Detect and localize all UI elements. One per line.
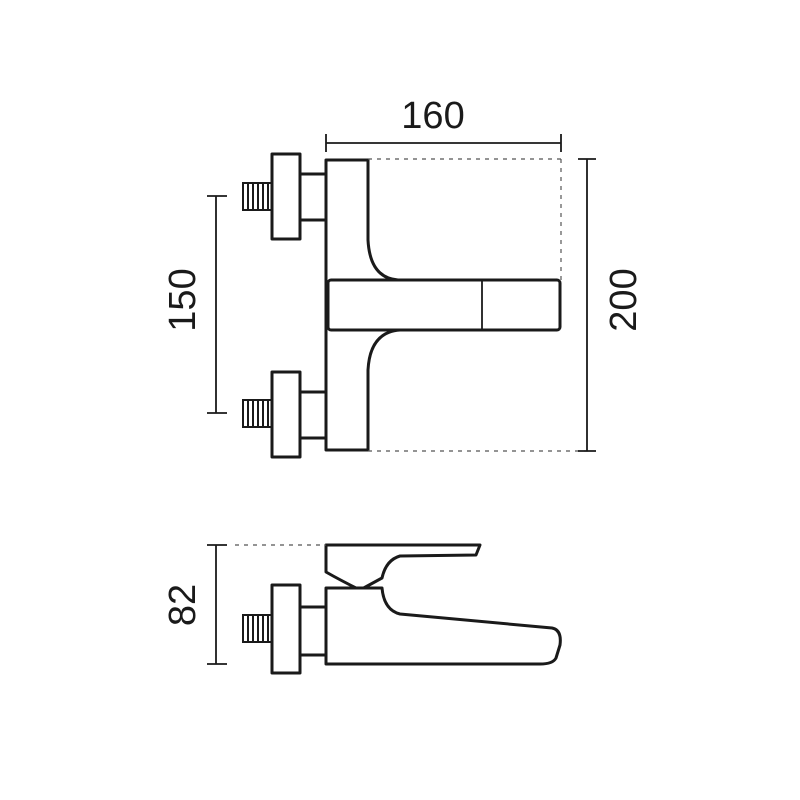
side-view: 82: [162, 543, 562, 675]
bottom-inlet-neck: [298, 390, 330, 440]
top-inlet-neck: [298, 172, 330, 222]
total-height-dimension: 200: [578, 158, 645, 452]
width-dimension: 160: [325, 95, 562, 152]
side-inlet-thread-lines: [247, 615, 269, 642]
depth-dimension: 82: [162, 544, 227, 665]
bottom-inlet-thread-lines: [247, 400, 269, 427]
inlet-spacing-label: 150: [162, 268, 204, 331]
side-inlet-connector: [242, 583, 330, 675]
top-inlet-flange: [270, 152, 302, 241]
side-inlet-neck: [298, 605, 330, 657]
spout-bar: [326, 278, 562, 332]
front-view: 160 150 200: [162, 95, 645, 459]
side-lever-handle: [324, 543, 482, 592]
side-inlet-flange: [270, 583, 302, 675]
side-body-spout: [324, 586, 562, 666]
bottom-inlet-flange: [270, 370, 302, 459]
inlet-spacing-dimension: 150: [162, 195, 227, 414]
depth-label: 82: [162, 584, 204, 626]
top-inlet-connector: [242, 152, 330, 241]
width-label: 160: [401, 95, 464, 137]
total-height-label: 200: [603, 268, 645, 331]
top-inlet-thread-lines: [247, 183, 269, 210]
bottom-inlet-connector: [242, 370, 330, 459]
